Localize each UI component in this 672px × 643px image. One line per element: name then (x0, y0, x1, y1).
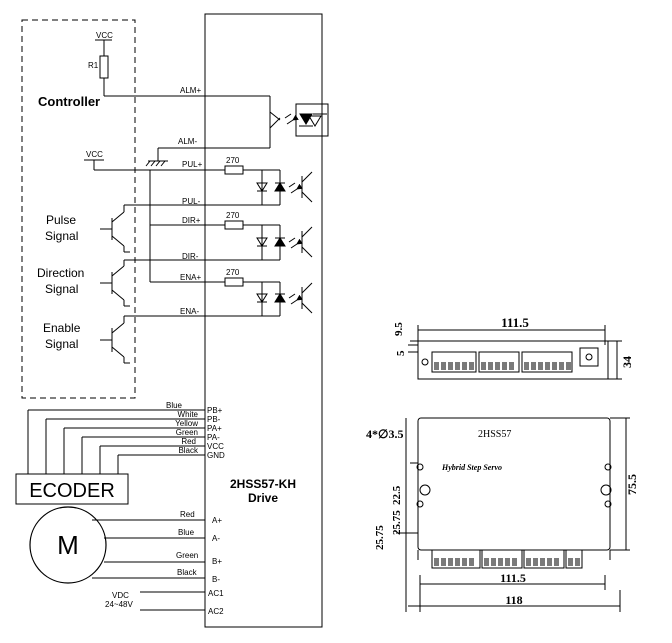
front-view-terminals (434, 558, 580, 566)
vcc-top-label: VCC (96, 31, 113, 40)
motor: M (29, 506, 107, 584)
motor-wire-green: Green (176, 551, 198, 560)
pin-b-minus: B- (212, 575, 220, 584)
power-label: VDC (112, 591, 129, 600)
r1-label: R1 (88, 61, 99, 70)
dir-resistor-value: 270 (226, 211, 240, 220)
top-view-terminals (434, 362, 571, 370)
motor-wire-black: Black (177, 568, 198, 577)
encoder-wire-red: Red (181, 437, 196, 446)
front-view-outer-width: 118 (505, 593, 522, 607)
front-view-height: 75.5 (625, 474, 639, 495)
pin-vcc: VCC (207, 442, 224, 451)
enable-signal-label-2: Signal (45, 337, 78, 351)
top-view-small: 5 (395, 350, 407, 356)
enable-transistor (100, 315, 205, 364)
pin-a-plus: A+ (212, 516, 222, 525)
pulse-signal-label-1: Pulse (46, 213, 76, 227)
front-view-holes: 4*∅3.5 (366, 427, 403, 441)
pin-ac2: AC2 (208, 607, 224, 616)
drive-name-2: Drive (248, 491, 278, 505)
front-view-subtitle: Hybrid Step Servo (441, 463, 502, 472)
pul-resistor-value: 270 (226, 156, 240, 165)
encoder-label: ECODER (29, 480, 115, 502)
dir-circuit (205, 220, 313, 261)
pin-b-plus: B+ (212, 557, 222, 566)
controller-box: Controller VCC R1 VCC (21, 19, 205, 399)
encoder-wiring (27, 409, 205, 474)
controller-title: Controller (38, 94, 100, 109)
front-view-dim-25-75-a: 25.75 (391, 510, 403, 535)
ena-resistor-value: 270 (226, 268, 240, 277)
front-view-inner-width: 111.5 (500, 571, 526, 585)
front-view-dim-25-75-b: 25.75 (374, 525, 386, 550)
pin-gnd: GND (207, 451, 225, 460)
pin-ac1: AC1 (208, 589, 224, 598)
pin-pa-minus: PA- (207, 433, 220, 442)
motor-wire-blue: Blue (178, 528, 195, 537)
pin-alm-plus: ALM+ (180, 86, 201, 95)
pin-pb-minus: PB- (207, 415, 221, 424)
encoder-wire-yellow: Yellow (175, 419, 198, 428)
alm-optocoupler (269, 96, 329, 148)
pin-pb-plus: PB+ (207, 406, 223, 415)
front-view-model: 2HSS57 (478, 429, 511, 440)
pulse-signal-label-2: Signal (45, 229, 78, 243)
motor-wire-red: Red (180, 510, 195, 519)
front-view-dim-22-5: 22.5 (391, 485, 403, 505)
power-range: 24~48V (105, 600, 133, 609)
encoder-wire-green: Green (176, 428, 198, 437)
r1-resistor (99, 55, 109, 79)
power-wiring (140, 591, 205, 611)
vcc-mid-label: VCC (86, 150, 103, 159)
pin-pul-minus: PUL- (182, 197, 201, 206)
encoder-wire-black: Black (178, 446, 199, 455)
pin-pa-plus: PA+ (207, 424, 222, 433)
encoder-box: ECODER (15, 473, 129, 505)
direction-signal-label-2: Signal (45, 282, 78, 296)
direction-transistor (100, 259, 205, 307)
drive-name-1: 2HSS57-KH (230, 477, 296, 491)
top-view-drawing (408, 325, 622, 380)
pin-dir-minus: DIR- (182, 252, 199, 261)
pul-circuit (205, 165, 313, 206)
drive-box: 2HSS57-KH Drive ALM+ ALM- PUL+ PUL- DIR+… (150, 13, 329, 628)
pin-ena-minus: ENA- (180, 307, 199, 316)
top-view-offset: 9.5 (393, 322, 405, 336)
ena-circuit (205, 277, 313, 317)
enable-signal-label-1: Enable (43, 321, 81, 335)
pin-pul-plus: PUL+ (182, 160, 203, 169)
direction-signal-label-1: Direction (37, 266, 84, 280)
pulse-transistor (100, 204, 205, 253)
motor-wiring (92, 519, 205, 579)
encoder-wire-blue: Blue (166, 401, 183, 410)
top-view-width: 111.5 (501, 315, 529, 330)
ground-symbol (145, 147, 205, 167)
pin-dir-plus: DIR+ (182, 216, 201, 225)
top-view-height: 34 (620, 356, 634, 368)
motor-label: M (57, 530, 79, 560)
encoder-wire-white: White (178, 410, 199, 419)
pin-ena-plus: ENA+ (180, 273, 201, 282)
pin-a-minus: A- (212, 534, 220, 543)
pin-alm-minus: ALM- (178, 137, 197, 146)
